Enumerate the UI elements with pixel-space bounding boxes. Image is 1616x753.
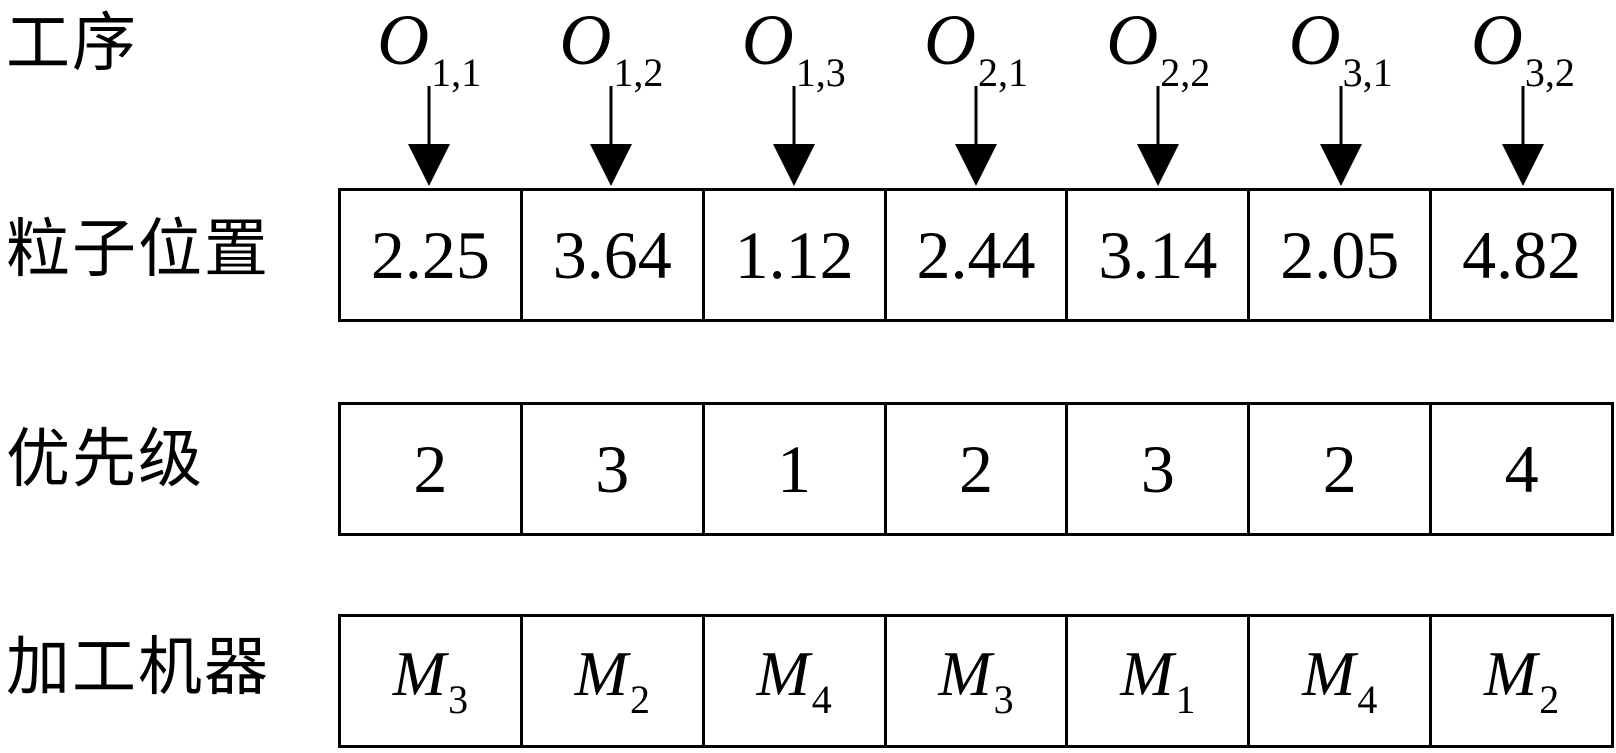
operation-symbol: O — [741, 0, 794, 80]
machine-symbol: M — [1120, 638, 1174, 709]
position-cell: 2.25 — [341, 191, 523, 319]
operation-label: O1,3 — [703, 4, 885, 93]
machine-cell: M2 — [1432, 617, 1611, 745]
operations-row-label: 工序 — [6, 7, 138, 81]
machine-subscript: 1 — [1175, 677, 1196, 722]
machine-symbol: M — [1483, 638, 1538, 709]
operation-symbol: O — [1288, 0, 1341, 80]
operation-symbol: O — [559, 0, 612, 80]
down-arrow-icon — [1501, 86, 1544, 186]
operation-symbol: O — [1106, 0, 1159, 80]
machine-row-label: 加工机器 — [6, 631, 270, 705]
machine-cell: M2 — [523, 617, 705, 745]
machine-label: M4 — [1302, 642, 1377, 720]
operation-column: O3,2 — [1432, 0, 1614, 188]
operation-label: O3,1 — [1249, 4, 1431, 93]
operation-column: O1,3 — [703, 0, 885, 188]
priority-cell: 2 — [1250, 405, 1433, 533]
operation-column: O1,1 — [338, 0, 520, 188]
operation-subscript: 3,2 — [1524, 50, 1575, 95]
down-arrow-icon — [772, 86, 815, 186]
down-arrow-icon — [954, 86, 997, 186]
priority-cell: 1 — [705, 405, 887, 533]
machine-cell: M3 — [887, 617, 1069, 745]
operation-label: O3,2 — [1432, 4, 1614, 93]
priority-cell: 4 — [1504, 431, 1539, 507]
operation-label: O1,1 — [338, 4, 520, 93]
position-cell: 1.12 — [705, 191, 887, 319]
operation-column: O2,1 — [885, 0, 1067, 188]
machine-label: M1 — [1120, 642, 1195, 720]
operation-column: O1,2 — [520, 0, 702, 188]
operation-symbol: O — [923, 0, 976, 80]
machine-symbol: M — [1302, 638, 1356, 709]
operation-subscript: 3,1 — [1342, 50, 1393, 95]
down-arrow-icon — [1319, 86, 1362, 186]
position-cell: 3.14 — [1068, 191, 1251, 319]
machine-subscript: 4 — [1357, 677, 1378, 722]
position-cell: 2.05 — [1250, 191, 1433, 319]
operation-subscript: 2,2 — [1160, 50, 1211, 95]
machine-symbol: M — [392, 638, 447, 709]
machine-cell: M3 — [341, 617, 523, 745]
priority-cell: 2 — [887, 405, 1069, 533]
operation-subscript: 1,3 — [795, 50, 846, 95]
particle-position-row-label: 粒子位置 — [6, 213, 270, 287]
operation-label: O1,2 — [520, 4, 702, 93]
operation-subscript: 2,1 — [977, 50, 1028, 95]
priority-row-label: 优先级 — [6, 423, 204, 497]
machine-cell: M4 — [705, 617, 887, 745]
operation-column: O2,2 — [1067, 0, 1249, 188]
priority-cell: 3 — [1068, 405, 1251, 533]
machine-label: M2 — [575, 642, 650, 720]
operation-subscript: 1,1 — [431, 50, 482, 95]
position-cell: 3.64 — [523, 191, 705, 319]
position-cell: 2.44 — [887, 191, 1069, 319]
machine-symbol: M — [938, 638, 992, 709]
machine-cell: M4 — [1250, 617, 1433, 745]
operation-column: O3,1 — [1249, 0, 1431, 188]
machine-label: M4 — [756, 642, 831, 720]
machine-symbol: M — [574, 638, 628, 709]
operation-symbol: O — [377, 0, 430, 80]
machine-subscript: 4 — [811, 677, 832, 722]
operation-label: O2,2 — [1067, 4, 1249, 93]
machine-subscript: 2 — [629, 677, 650, 722]
down-arrow-icon — [1137, 86, 1180, 186]
machine-symbol: M — [756, 638, 810, 709]
machine-subscript: 3 — [448, 677, 469, 722]
machine-label: M3 — [938, 642, 1013, 720]
operation-symbol: O — [1470, 0, 1523, 80]
machine-label: M2 — [1484, 642, 1559, 720]
machine-subscript: 2 — [1539, 677, 1560, 722]
down-arrow-icon — [408, 86, 451, 186]
machine-subscript: 3 — [993, 677, 1014, 722]
machine-cell: M1 — [1068, 617, 1251, 745]
operation-subscript: 1,2 — [613, 50, 664, 95]
priority-cell: 2 — [341, 405, 523, 533]
machine-label: M3 — [393, 642, 468, 720]
position-cell: 4.82 — [1462, 217, 1582, 293]
operation-label: O2,1 — [885, 4, 1067, 93]
priority-cell: 3 — [523, 405, 705, 533]
down-arrow-icon — [590, 86, 633, 186]
